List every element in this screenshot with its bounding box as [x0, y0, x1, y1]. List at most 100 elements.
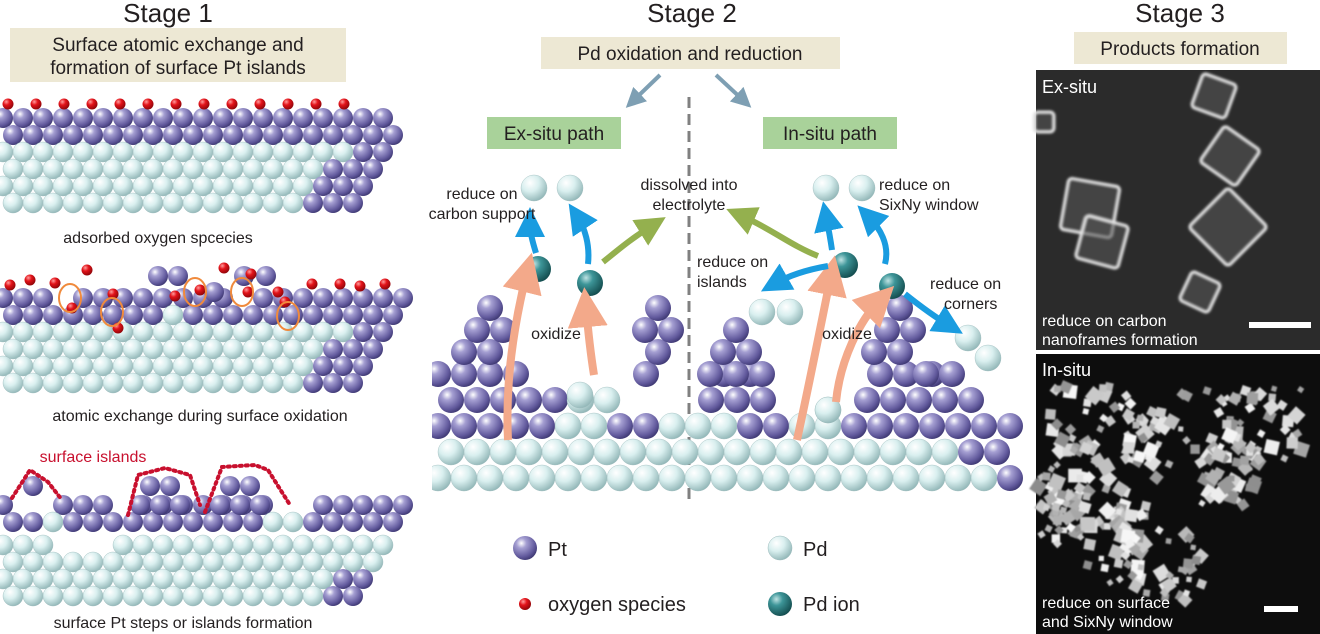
pt-atom [997, 413, 1023, 439]
pd-atom [122, 585, 144, 607]
pd-atom [62, 372, 84, 394]
pd-atom [252, 355, 274, 377]
pd-atom [593, 438, 621, 466]
reduce-arrow-3 [814, 201, 844, 251]
pt-atom [724, 387, 750, 413]
island-outline [126, 465, 202, 517]
nanoframe [1188, 187, 1268, 267]
pd-atom [42, 372, 64, 394]
pt-atom [273, 108, 293, 128]
pd-atom [232, 321, 254, 343]
pt-atom [103, 512, 123, 532]
pt-atom [303, 193, 323, 213]
pt-atom [333, 569, 353, 589]
pt-atom [763, 413, 789, 439]
pt-atom [83, 125, 103, 145]
nanoparticle [1052, 515, 1063, 526]
pd-atom [192, 355, 214, 377]
pt-atom [210, 495, 230, 515]
stage2-banner [541, 37, 840, 69]
pd-atom [282, 511, 304, 533]
nanoparticle [1161, 577, 1177, 593]
pt-atom [932, 387, 958, 413]
pt-atom [3, 125, 23, 145]
nanoparticle [1059, 506, 1068, 514]
nanoparticle [1287, 406, 1306, 425]
pt-atom [283, 305, 303, 325]
pd-atom [463, 438, 491, 466]
nanoparticle [1082, 492, 1091, 501]
pd-atom [162, 158, 184, 180]
reduce-corners-line1: reduce on [930, 276, 1001, 293]
oxygen-atom [254, 98, 266, 110]
nanoparticle [1211, 447, 1227, 463]
legend: Pt Pd oxygen species Pd ion [513, 535, 860, 616]
nanoparticle [1244, 441, 1257, 454]
pt-atom [451, 339, 477, 365]
pd-atom [222, 338, 244, 360]
pd-atom [840, 464, 868, 492]
pt-atom [173, 108, 193, 128]
pt-atom [153, 288, 173, 308]
nanoparticle [1080, 516, 1096, 531]
pd-atom [520, 174, 548, 202]
nanoparticle [1056, 489, 1067, 501]
nanoparticle [1122, 441, 1135, 454]
pt-atom [148, 266, 168, 286]
pd-atom [853, 438, 881, 466]
pd-atom [142, 585, 164, 607]
pd-atom [2, 192, 24, 214]
pd-atom [202, 551, 224, 573]
stage1-panel1-caption: adsorbed oxygen spcecies [63, 230, 252, 247]
pt-atom [293, 288, 313, 308]
pd-atom [202, 192, 224, 214]
pd-atom [775, 438, 803, 466]
pd-atom [102, 585, 124, 607]
nanoparticle [1053, 461, 1061, 469]
stage2-slab [432, 295, 1023, 492]
pd-atom [192, 321, 214, 343]
reduce-corners-line2: corners [944, 296, 997, 313]
pd-atom [192, 141, 214, 163]
pd-atom [567, 438, 595, 466]
pt-atom [23, 125, 43, 145]
pd-atom [262, 585, 284, 607]
pt-atom [874, 317, 900, 343]
pd-atom [52, 568, 74, 590]
pt-atom [3, 512, 23, 532]
oxygen-atom [81, 264, 93, 276]
nanoparticle [1096, 457, 1116, 477]
pd-atom [801, 438, 829, 466]
pd-atom [554, 412, 582, 440]
pd-atom [152, 568, 174, 590]
pt-atom [363, 305, 383, 325]
nanoparticle [1182, 558, 1194, 569]
pt-atom [223, 512, 243, 532]
pt-atom [313, 108, 333, 128]
pd-atom [302, 585, 324, 607]
pd-atom [112, 141, 134, 163]
insitu-path-label: In-situ path [783, 124, 877, 145]
pd-atom [242, 158, 264, 180]
pd-atom [866, 464, 894, 492]
pd-atom [272, 568, 294, 590]
nanoparticle [1227, 391, 1242, 406]
oxygen-atom [2, 98, 14, 110]
pt-atom [203, 125, 223, 145]
nanoparticle [1037, 530, 1046, 539]
pd-atom [658, 412, 686, 440]
nanoparticle [1120, 390, 1132, 402]
nanoparticle [1263, 438, 1280, 456]
pd-atom [580, 412, 608, 440]
pd-atom [172, 321, 194, 343]
pd-atom [52, 355, 74, 377]
pt-atom [53, 495, 73, 515]
pt-atom [432, 413, 451, 439]
pd-atom [42, 551, 64, 573]
pd-atom [12, 141, 34, 163]
stage1-panel2-caption: atomic exchange during surface oxidation [52, 408, 347, 425]
pd-atom [192, 175, 214, 197]
pd-atom [22, 372, 44, 394]
pt-atom [373, 288, 393, 308]
pd-atom [182, 158, 204, 180]
